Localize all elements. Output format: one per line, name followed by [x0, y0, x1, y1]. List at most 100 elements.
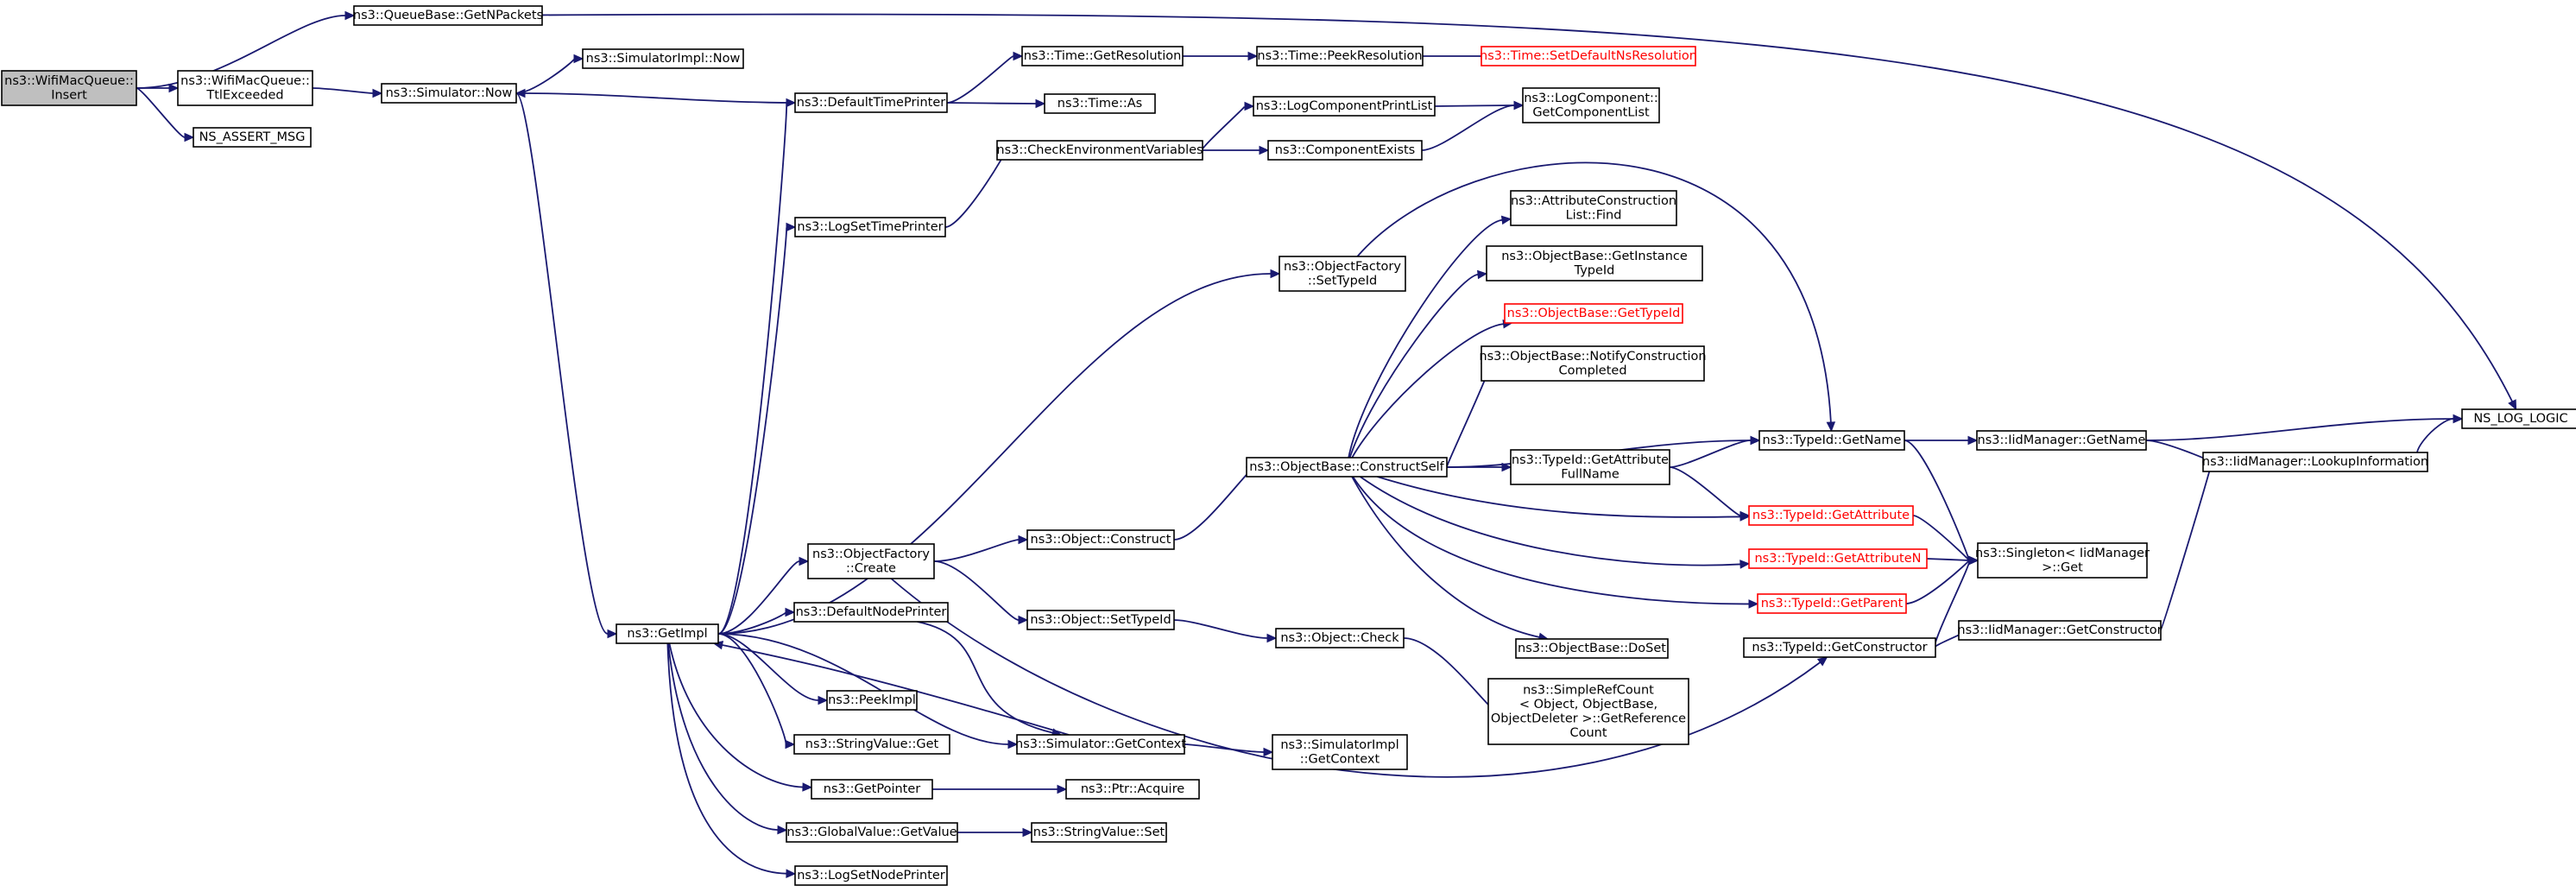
- node-peekimpl[interactable]: ns3::PeekImpl: [826, 690, 918, 711]
- node-box: [353, 5, 543, 26]
- edge-getattrfullname-to-getattribute: [1669, 466, 1741, 516]
- node-getparent[interactable]: ns3::TypeId::GetParent: [1757, 593, 1907, 614]
- node-box: [1958, 620, 2162, 641]
- node-objcheck[interactable]: ns3::Object::Check: [1275, 628, 1405, 648]
- node-box: [1757, 593, 1907, 614]
- arrowhead-getimpl-to-logsettimeprinter: [786, 222, 797, 232]
- node-notifyconstruction[interactable]: ns3::ObjectBase::NotifyConstructionCompl…: [1479, 345, 1707, 382]
- node-iidmgrgetname[interactable]: ns3::IidManager::GetName: [1976, 430, 2147, 451]
- arrowhead-globalvaluegetvalue-to-stringvalueset: [1022, 827, 1033, 838]
- node-label: Count: [1569, 726, 1607, 740]
- node-defnodeprinter[interactable]: ns3::DefaultNodePrinter: [793, 602, 949, 623]
- node-label: ns3::StringValue::Get: [805, 737, 939, 751]
- node-label: Insert: [51, 88, 87, 102]
- node-logsettimeprinter[interactable]: ns3::LogSetTimePrinter: [794, 217, 946, 237]
- node-box: [1504, 303, 1683, 324]
- node-getresolution[interactable]: ns3::Time::GetResolution: [1021, 46, 1184, 66]
- node-getattribute[interactable]: ns3::TypeId::GetAttribute: [1748, 505, 1914, 526]
- node-objfactcreate[interactable]: ns3::ObjectFactory::Create: [807, 543, 935, 579]
- node-box: [1522, 87, 1660, 123]
- node-box: [1977, 542, 2148, 579]
- node-box: [1272, 734, 1408, 770]
- node-objfactsettypeid[interactable]: ns3::ObjectFactory::SetTypeId: [1279, 256, 1406, 292]
- node-box: [1016, 734, 1185, 755]
- node-label: NS_LOG_LOGIC: [2473, 412, 2567, 426]
- node-getattributen[interactable]: ns3::TypeId::GetAttributeN: [1748, 548, 1928, 569]
- node-singletonget[interactable]: ns3::Singleton< IidManager >::Get: [1975, 542, 2150, 579]
- node-lookupinfo[interactable]: ns3::IidManager::LookupInformation: [2202, 452, 2428, 472]
- node-label: ns3::LogSetTimePrinter: [797, 220, 943, 234]
- node-logsetnodeprinter[interactable]: ns3::LogSetNodePrinter: [794, 865, 948, 886]
- node-box: [1026, 529, 1175, 550]
- arrowhead-compexists-to-getcomplist: [1513, 100, 1525, 111]
- node-typeidgetconstructor[interactable]: ns3::TypeId::GetConstructor: [1743, 637, 1936, 658]
- node-nsloglogic[interactable]: NS_LOG_LOGIC: [2461, 408, 2576, 429]
- arrowhead-getattrfullname-to-getattribute: [1739, 510, 1751, 521]
- node-label: ns3::TypeId::GetConstructor: [1752, 641, 1927, 655]
- node-objsettypeid[interactable]: ns3::Object::SetTypeId: [1026, 610, 1175, 630]
- node-box: [177, 70, 313, 106]
- node-insert[interactable]: ns3::WifiMacQueue::Insert: [1, 70, 137, 106]
- node-label: ns3::AttributeConstruction: [1511, 194, 1676, 208]
- node-getpointer[interactable]: ns3::GetPointer: [811, 779, 933, 800]
- node-label: ns3::SimpleRefCount: [1523, 683, 1654, 697]
- node-typeidgetname[interactable]: ns3::TypeId::GetName: [1758, 430, 1905, 451]
- node-simplerefcount[interactable]: ns3::SimpleRefCount< Object, ObjectBase,…: [1487, 678, 1689, 745]
- node-simgetcontext[interactable]: ns3::Simulator::GetContext: [1015, 734, 1186, 755]
- node-label: TtlExceeded: [205, 88, 283, 102]
- node-label: ns3::GetImpl: [627, 627, 707, 641]
- node-simnow[interactable]: ns3::Simulator::Now: [381, 83, 517, 104]
- node-stringvalueset[interactable]: ns3::StringValue::Set: [1031, 822, 1167, 843]
- edge-constructself-to-dosset: [1351, 476, 1540, 638]
- node-objconstruct[interactable]: ns3::Object::Construct: [1026, 529, 1175, 550]
- node-dosset[interactable]: ns3::ObjectBase::DoSet: [1515, 638, 1669, 659]
- arrowhead-objfactcreate-to-typeidgetconstructor: [1816, 656, 1828, 667]
- node-stringvalueget[interactable]: ns3::StringValue::Get: [793, 734, 950, 755]
- edge-defnodeprinter-to-simgetcontext: [917, 621, 1053, 734]
- edge-getimpl-to-objfactsettypeid: [717, 273, 1272, 635]
- node-label: ns3::ObjectBase::GetTypeId: [1507, 307, 1681, 320]
- edge-getattributen-to-singletonget: [1926, 558, 1970, 561]
- edge-insert-to-assert: [136, 87, 186, 138]
- node-label: ns3::StringValue::Set: [1033, 826, 1165, 839]
- node-checkenv[interactable]: ns3::CheckEnvironmentVariables: [996, 140, 1203, 161]
- node-peekresolution[interactable]: ns3::Time::PeekResolution: [1256, 46, 1424, 66]
- node-simimplgetcontext[interactable]: ns3::SimulatorImpl::GetContext: [1272, 734, 1408, 770]
- edge-constructself-to-attrconslistfind: [1348, 218, 1503, 459]
- node-timeas[interactable]: ns3::Time::As: [1044, 93, 1156, 114]
- node-iidmgrgetconstructor[interactable]: ns3::IidManager::GetConstructor: [1957, 620, 2162, 641]
- node-deftimeprinter[interactable]: ns3::DefaultTimePrinter: [794, 92, 948, 113]
- node-box: [1246, 457, 1448, 478]
- node-objbasegettypeid[interactable]: ns3::ObjectBase::GetTypeId: [1504, 303, 1683, 324]
- node-label: ns3::DefaultTimePrinter: [797, 96, 945, 110]
- node-box: [2461, 408, 2576, 429]
- node-globalvaluegetvalue[interactable]: ns3::GlobalValue::GetValue: [786, 822, 958, 843]
- arrowhead-lookupinfo-to-nsloglogic: [2453, 414, 2464, 424]
- node-compexists[interactable]: ns3::ComponentExists: [1267, 140, 1423, 161]
- node-label: ns3::IidManager::LookupInformation: [2202, 455, 2428, 469]
- node-simimplnow[interactable]: ns3::SimulatorImpl::Now: [582, 48, 744, 69]
- arrowhead-simgetcontext-to-simimplgetcontext: [1263, 747, 1274, 757]
- node-getcomplist[interactable]: ns3::LogComponent::GetComponentList: [1522, 87, 1660, 123]
- node-box: [996, 140, 1203, 161]
- node-box: [1279, 256, 1406, 292]
- node-label: ns3::TypeId::GetAttributeN: [1754, 552, 1921, 566]
- arrowhead-ttlexceeded-to-simnow: [372, 88, 383, 98]
- node-ptracquire[interactable]: ns3::Ptr::Acquire: [1065, 779, 1200, 800]
- node-setdefaultns[interactable]: ns3::Time::SetDefaultNsResolution: [1480, 46, 1697, 66]
- node-getnpackets[interactable]: ns3::QueueBase::GetNPackets: [353, 5, 543, 26]
- node-ttlexceeded[interactable]: ns3::WifiMacQueue::TtlExceeded: [177, 70, 313, 106]
- node-constructself[interactable]: ns3::ObjectBase::ConstructSelf: [1246, 457, 1448, 478]
- node-box: [1481, 46, 1696, 66]
- edge-getimpl-to-logsetnodeprinter: [666, 642, 787, 875]
- node-box: [1031, 822, 1167, 843]
- node-box: [1510, 190, 1677, 226]
- node-assert[interactable]: NS_ASSERT_MSG: [193, 127, 312, 148]
- node-getimpl[interactable]: ns3::GetImpl: [616, 623, 719, 644]
- node-label: ns3::Simulator::Now: [386, 86, 513, 100]
- arrowhead-getimpl-to-logsetnodeprinter: [786, 869, 797, 878]
- node-logcompprintlist[interactable]: ns3::LogComponentPrintList: [1253, 96, 1436, 117]
